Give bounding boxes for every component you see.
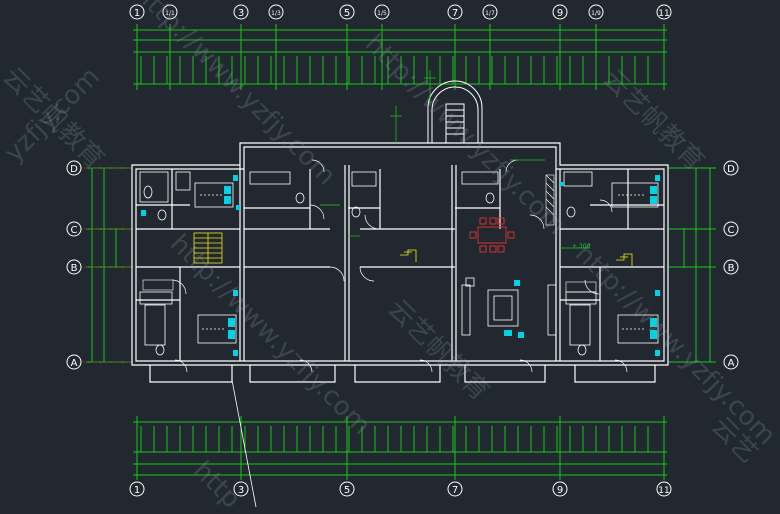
grid-label: 1/5 [377, 10, 387, 17]
grid-label: A [71, 358, 78, 369]
bed-top-left [194, 182, 234, 208]
grid-bubble-right-C: C [723, 221, 739, 237]
grid-label: 11 [658, 9, 669, 19]
grid-label: D [727, 164, 735, 175]
level-mark: ±.300 [572, 243, 591, 250]
grid-bubble-bottom-11: 11 [656, 481, 672, 497]
top-tick-marks [140, 56, 649, 84]
grid-bubble-left-B: B [66, 259, 82, 275]
grid-bubble-top-1-7: 1/7 [482, 4, 498, 20]
grid-label: 5 [344, 8, 350, 19]
grid-label: B [728, 263, 735, 274]
grid-label: B [71, 263, 78, 274]
grid-label: C [71, 225, 78, 236]
sofa-set [461, 277, 557, 336]
grid-bubble-top-3: 3 [233, 4, 249, 20]
grid-label: 7 [452, 8, 458, 19]
grid-bubble-top-1-5: 1/5 [374, 4, 390, 20]
grid-bubble-top-1-1: 1/1 [162, 4, 178, 20]
grid-bubble-right-D: D [723, 160, 739, 176]
grid-bubble-bottom-1: 1 [129, 481, 145, 497]
entrance-stair [427, 80, 483, 144]
wardrobe-hatch [142, 174, 597, 293]
grid-label: A [728, 358, 735, 369]
grid-label: 3 [238, 8, 244, 19]
grid-label: 11 [658, 486, 669, 496]
grid-bubble-bottom-5: 5 [339, 481, 355, 497]
stair-center [400, 249, 417, 262]
grid-bubble-bottom-3: 3 [233, 481, 249, 497]
cyan-fixtures [141, 175, 660, 356]
bed-bottom-right [617, 314, 659, 344]
grid-bubble-top-1-3: 1/3 [268, 4, 284, 20]
grid-label: C [728, 225, 735, 236]
grid-bubble-top-9: 9 [552, 4, 568, 20]
grid-label: 1/9 [591, 10, 601, 17]
grid-label: 1 [134, 485, 140, 496]
stair-right [616, 253, 633, 266]
grid-bubble-right-B: B [723, 259, 739, 275]
stair-left [193, 232, 223, 264]
interior-walls [136, 165, 664, 361]
grid-bubble-top-7: 7 [447, 4, 463, 20]
interior-dimensions [320, 70, 590, 249]
grid-bubble-right-A: A [723, 354, 739, 370]
grid-label: 9 [557, 8, 563, 19]
grid-label: 7 [452, 485, 458, 496]
grid-label: 3 [238, 485, 244, 496]
leader-line [231, 379, 257, 507]
grid-bubble-bottom-9: 9 [552, 481, 568, 497]
grid-label: 1/3 [271, 10, 281, 17]
bed-top-right [611, 182, 659, 208]
axis-lines [80, 167, 132, 363]
grid-bubble-left-A: A [66, 354, 82, 370]
grid-bubble-top-11: 11 [656, 4, 672, 20]
grid-label: 1/7 [485, 10, 495, 17]
grid-bubble-left-D: D [66, 160, 82, 176]
dining-table [469, 217, 515, 253]
grid-label: D [70, 164, 78, 175]
grid-label: 1 [134, 8, 140, 19]
grid-bubble-top-5: 5 [339, 4, 355, 20]
grid-label: 5 [344, 485, 350, 496]
grid-label: 1/1 [165, 10, 175, 17]
grid-bubble-bottom-7: 7 [447, 481, 463, 497]
bed-bottom-left [197, 314, 237, 344]
exterior-walls [131, 142, 669, 383]
right-dimension-lines [668, 167, 716, 363]
grid-bubble-top-1-9: 1/9 [588, 4, 604, 20]
bottom-tick-marks [140, 426, 649, 452]
bathroom-fixtures [139, 171, 597, 356]
grid-bubble-left-C: C [66, 221, 82, 237]
grid-label: 9 [557, 485, 563, 496]
grid-bubble-top-1: 1 [129, 4, 145, 20]
